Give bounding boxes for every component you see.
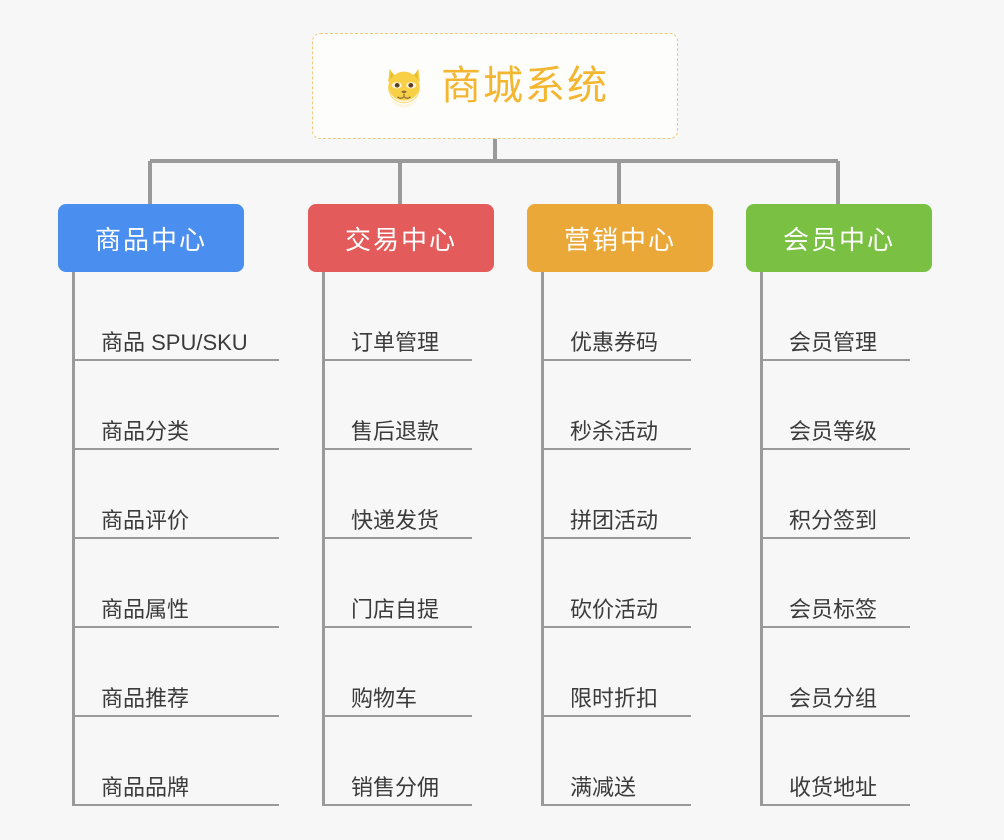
list-item[interactable]: 积分签到 [746, 450, 932, 539]
list-item[interactable]: 订单管理 [308, 272, 494, 361]
list-item[interactable]: 满减送 [527, 717, 713, 806]
leaf-rule [760, 715, 910, 717]
leaf-rule [322, 448, 472, 450]
list-item-label: 会员管理 [789, 329, 878, 355]
list-item[interactable]: 商品推荐 [58, 628, 279, 717]
leaf-rule [322, 626, 472, 628]
list-item-label: 商品分类 [101, 418, 190, 444]
list-item-label: 订单管理 [351, 329, 440, 355]
category-header[interactable]: 交易中心 [308, 204, 494, 272]
list-item-label: 会员分组 [789, 685, 878, 711]
list-item[interactable]: 会员管理 [746, 272, 932, 361]
list-item-label: 收货地址 [789, 774, 878, 800]
leaf-rule [72, 715, 279, 717]
list-item-label: 限时折扣 [570, 685, 659, 711]
category-header[interactable]: 会员中心 [746, 204, 932, 272]
category-header[interactable]: 营销中心 [527, 204, 713, 272]
leaf-list: 优惠券码 秒杀活动 拼团活动 砍价活动 限时折扣 满减送 [527, 272, 713, 806]
list-item[interactable]: 砍价活动 [527, 539, 713, 628]
category-column: 商品中心 商品 SPU/SKU 商品分类 商品评价 商品属性 商品推荐 [58, 204, 279, 806]
list-item[interactable]: 购物车 [308, 628, 494, 717]
list-item[interactable]: 门店自提 [308, 539, 494, 628]
category-column: 交易中心 订单管理 售后退款 快递发货 门店自提 购物车 [308, 204, 494, 806]
leaf-rule [541, 359, 691, 361]
root-node[interactable]: 商城系统 [312, 33, 678, 139]
list-item-label: 商品 SPU/SKU [101, 329, 248, 355]
leaf-rule [760, 359, 910, 361]
leaf-list: 订单管理 售后退款 快递发货 门店自提 购物车 销售分佣 [308, 272, 494, 806]
list-item[interactable]: 快递发货 [308, 450, 494, 539]
leaf-rule [72, 537, 279, 539]
list-item[interactable]: 会员标签 [746, 539, 932, 628]
list-item[interactable]: 秒杀活动 [527, 361, 713, 450]
leaf-rule [760, 804, 910, 806]
list-item[interactable]: 售后退款 [308, 361, 494, 450]
leaf-rule [760, 626, 910, 628]
leaf-rule [322, 537, 472, 539]
leaf-rule [541, 626, 691, 628]
leaf-rule [541, 804, 691, 806]
list-item-label: 满减送 [570, 774, 637, 800]
list-item[interactable]: 限时折扣 [527, 628, 713, 717]
leaf-list: 商品 SPU/SKU 商品分类 商品评价 商品属性 商品推荐 商品品牌 [58, 272, 279, 806]
leaf-rule [72, 359, 279, 361]
list-item-label: 商品评价 [101, 507, 190, 533]
list-item-label: 商品品牌 [101, 774, 190, 800]
leaf-rule [760, 537, 910, 539]
leaf-rule [72, 804, 279, 806]
root-title: 商城系统 [441, 64, 609, 108]
leaf-rule [72, 626, 279, 628]
list-item[interactable]: 商品 SPU/SKU [58, 272, 279, 361]
list-item-label: 购物车 [351, 685, 418, 711]
leaf-list: 会员管理 会员等级 积分签到 会员标签 会员分组 收货地址 [746, 272, 932, 806]
list-item-label: 销售分佣 [351, 774, 440, 800]
leaf-spine [72, 272, 75, 806]
list-item-label: 商品推荐 [101, 685, 190, 711]
leaf-rule [72, 448, 279, 450]
list-item[interactable]: 销售分佣 [308, 717, 494, 806]
leaf-rule [541, 537, 691, 539]
list-item-label: 会员等级 [789, 418, 878, 444]
leaf-spine [541, 272, 544, 806]
category-column: 会员中心 会员管理 会员等级 积分签到 会员标签 会员分组 [746, 204, 932, 806]
list-item[interactable]: 拼团活动 [527, 450, 713, 539]
list-item-label: 门店自提 [351, 596, 440, 622]
leaf-rule [760, 448, 910, 450]
list-item[interactable]: 会员等级 [746, 361, 932, 450]
category-column: 营销中心 优惠券码 秒杀活动 拼团活动 砍价活动 限时折扣 [527, 204, 713, 806]
list-item-label: 会员标签 [789, 596, 878, 622]
list-item-label: 秒杀活动 [570, 418, 659, 444]
shiba-dog-face-icon [388, 68, 420, 108]
leaf-rule [322, 359, 472, 361]
list-item-label: 拼团活动 [570, 507, 659, 533]
leaf-rule [541, 448, 691, 450]
leaf-rule [322, 804, 472, 806]
leaf-spine [322, 272, 325, 806]
list-item[interactable]: 商品评价 [58, 450, 279, 539]
leaf-rule [322, 715, 472, 717]
list-item[interactable]: 商品属性 [58, 539, 279, 628]
list-item-label: 商品属性 [101, 596, 190, 622]
list-item[interactable]: 收货地址 [746, 717, 932, 806]
leaf-spine [760, 272, 763, 806]
list-item[interactable]: 商品品牌 [58, 717, 279, 806]
list-item-label: 积分签到 [789, 507, 878, 533]
list-item-label: 优惠券码 [570, 329, 659, 355]
list-item[interactable]: 会员分组 [746, 628, 932, 717]
list-item-label: 快递发货 [351, 507, 440, 533]
list-item[interactable]: 商品分类 [58, 361, 279, 450]
leaf-rule [541, 715, 691, 717]
list-item[interactable]: 优惠券码 [527, 272, 713, 361]
list-item-label: 砍价活动 [570, 596, 659, 622]
category-header[interactable]: 商品中心 [58, 204, 244, 272]
list-item-label: 售后退款 [351, 418, 440, 444]
